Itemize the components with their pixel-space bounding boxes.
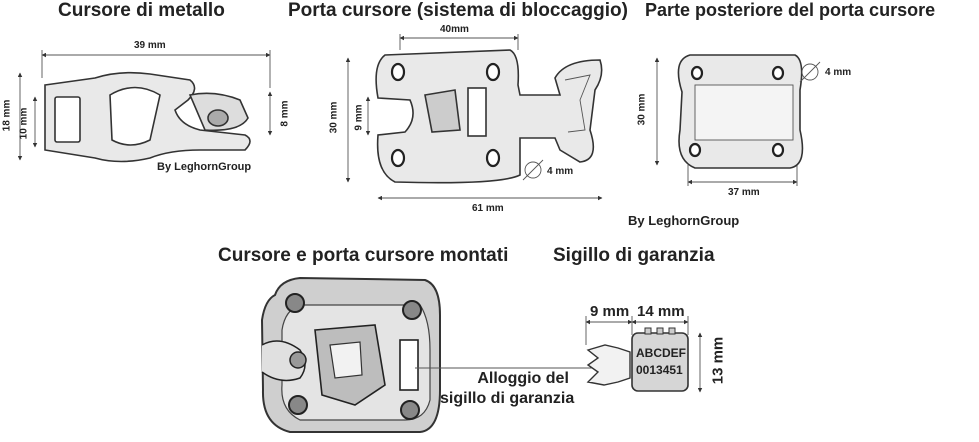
back-height-label: 30 mm [636, 93, 648, 126]
slider-right-height-label: 8 mm [279, 100, 291, 127]
holder-title: Porta cursore (sistema di bloccaggio) [288, 0, 628, 21]
seal-left-width-label: 9 mm [590, 303, 630, 320]
back-title: Parte posteriore del porta cursore [645, 0, 936, 20]
seal-code-line1: ABCDEF [636, 346, 686, 360]
seal-height-label: 13 mm [709, 336, 727, 385]
holder-hole-diameter-label: 4 mm [547, 166, 574, 177]
assembled-drawing [260, 276, 592, 433]
assembled-caption: Alloggio del sigillo di garanzia [440, 369, 574, 409]
back-credit: By LeghornGroup [628, 213, 740, 228]
holder-total-width-label: 61 mm [472, 203, 504, 214]
slider-inner-height-label: 10 mm [18, 107, 30, 140]
back-width-label: 37 mm [728, 187, 760, 198]
slider-width-label: 39 mm [134, 40, 166, 51]
back-hole-diameter-label: 4 mm [825, 67, 852, 78]
holder-height-label: 30 mm [328, 101, 340, 134]
seal-code-line2: 0013451 [636, 363, 683, 377]
caption-line1: Alloggio del [477, 370, 569, 387]
slider-drawing [17, 50, 273, 163]
holder-slot-height-label: 9 mm [353, 104, 365, 131]
slider-title: Cursore di metallo [58, 0, 225, 21]
seal-right-width-label: 14 mm [637, 303, 685, 320]
caption-line2: sigillo di garanzia [440, 390, 575, 407]
slider-outer-height-label: 18 mm [1, 99, 13, 132]
holder-drawing [345, 34, 603, 201]
seal-title: Sigillo di garanzia [553, 245, 715, 266]
slider-credit: By LeghornGroup [157, 161, 252, 173]
seal-drawing [585, 316, 703, 393]
assembled-title: Cursore e porta cursore montati [218, 245, 509, 266]
holder-top-width-label: 40mm [440, 24, 469, 35]
back-drawing [654, 54, 821, 186]
